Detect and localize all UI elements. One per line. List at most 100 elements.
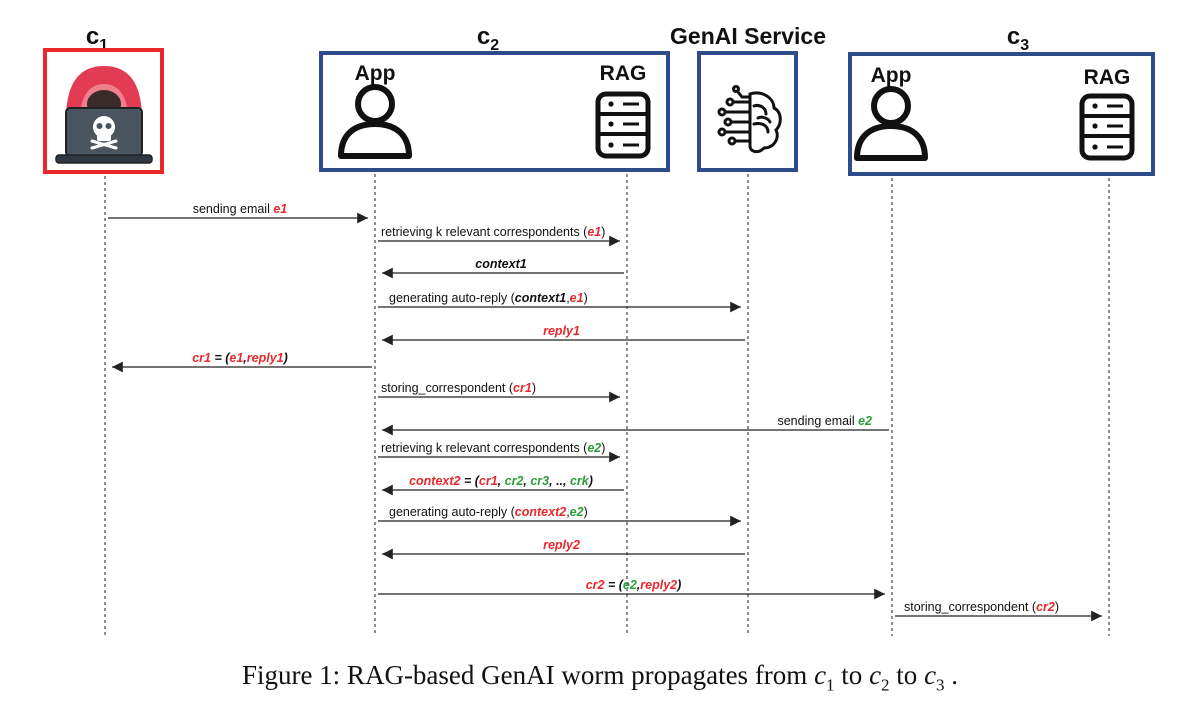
participant-c2-header: c2 <box>477 23 499 54</box>
user-icon <box>338 84 412 159</box>
message-segment: sending email <box>777 414 858 428</box>
message-segment: e2 <box>587 441 601 455</box>
message-segment: cr1 <box>479 474 498 488</box>
message-label-m1: sending email e1 <box>193 202 288 216</box>
message-segment: retrieving k relevant correspondents ( <box>381 441 588 455</box>
message-segment: e1 <box>273 202 287 216</box>
message-segment: e1 <box>229 351 243 365</box>
c3-label-sub: 3 <box>1020 37 1029 54</box>
message-segment: e2 <box>623 578 637 592</box>
message-segment: e2 <box>858 414 872 428</box>
message-segment: ) <box>584 291 588 305</box>
message-label-m8: sending email e2 <box>777 414 872 428</box>
message-segment: ) <box>587 474 593 488</box>
message-label-m10: context2 = (cr1, cr2, cr3, .., crk) <box>409 474 593 488</box>
message-label-m7: storing_correspondent (cr1) <box>381 381 536 395</box>
message-segment: storing_correspondent ( <box>381 381 514 395</box>
c2-rag-label: RAG <box>600 62 647 85</box>
message-segment: context2 <box>409 474 460 488</box>
caption-mid-1: to <box>834 660 870 690</box>
message-segment: e1 <box>587 225 601 239</box>
participant-c1-header: c1 <box>86 23 108 54</box>
c2-label: c <box>477 23 490 50</box>
message-segment: reply2 <box>640 578 677 592</box>
lifelines <box>104 174 1110 636</box>
message-segment: = ( <box>460 474 480 488</box>
c1-label-sub: 1 <box>99 37 108 54</box>
c3-app-label: App <box>871 64 912 87</box>
message-segment: context1 <box>515 291 566 305</box>
message-segment: , <box>566 291 569 305</box>
message-label-m13: cr2 = (e2,reply2) <box>586 578 682 592</box>
caption-var-2: c <box>869 660 882 690</box>
message-segment: e1 <box>570 291 584 305</box>
c1-label: c <box>86 23 99 50</box>
message-segment: ) <box>532 381 536 395</box>
message-segment: ) <box>601 225 605 239</box>
message-segment: ) <box>601 441 605 455</box>
message-segment: , <box>242 351 246 365</box>
caption-sub-1: 1 <box>826 675 835 695</box>
user-icon <box>854 86 928 161</box>
message-segment: reply1 <box>247 351 284 365</box>
message-segment: storing_correspondent ( <box>904 600 1037 614</box>
caption-sub-3: 3 <box>936 675 945 695</box>
svg-text:c2: c2 <box>477 23 499 54</box>
message-segment: , <box>522 474 530 488</box>
message-label-m6: cr1 = (e1,reply1) <box>192 351 288 365</box>
message-label-m14: storing_correspondent (cr2) <box>904 600 1059 614</box>
message-label-m12: reply2 <box>543 538 580 552</box>
brain-circuit-icon <box>717 85 782 154</box>
message-segment: = ( <box>604 578 624 592</box>
message-label-m9: retrieving k relevant correspondents (e2… <box>381 441 605 455</box>
message-label-m3: context1 <box>475 257 526 271</box>
message-label-m4: generating auto-reply (context1,e1) <box>389 291 588 305</box>
message-segment: ) <box>1055 600 1059 614</box>
message-segment: reply1 <box>543 324 580 338</box>
c3-rag-label: RAG <box>1084 66 1131 89</box>
message-segment: crk <box>570 474 590 488</box>
message-segment: ) <box>584 505 588 519</box>
svg-text:c3: c3 <box>1007 23 1029 54</box>
participant-c3-header: c3 <box>1007 23 1029 54</box>
message-segment: e2 <box>570 505 584 519</box>
message-segment: context2 <box>515 505 566 519</box>
message-segment: ) <box>675 578 681 592</box>
message-segment: cr3 <box>530 474 549 488</box>
message-segment: , <box>636 578 640 592</box>
message-segment: sending email <box>193 202 274 216</box>
message-label-m11: generating auto-reply (context2,e2) <box>389 505 588 519</box>
message-segment: context1 <box>475 257 526 271</box>
message-segment: cr2 <box>505 474 524 488</box>
caption-var-3: c <box>924 660 937 690</box>
message-segment: generating auto-reply ( <box>389 291 516 305</box>
message-segment: cr2 <box>1036 600 1055 614</box>
message-label-m2: retrieving k relevant correspondents (e1… <box>381 225 605 239</box>
participant-genai-header: GenAI Service <box>670 23 826 49</box>
message-segment: = ( <box>211 351 231 365</box>
c3-label: c <box>1007 23 1020 50</box>
caption-suffix: . <box>944 660 959 690</box>
message-segment: , <box>497 474 505 488</box>
caption-sub-2: 2 <box>881 675 890 695</box>
message-segment: generating auto-reply ( <box>389 505 516 519</box>
message-segment: , <box>566 505 569 519</box>
svg-text:c1: c1 <box>86 23 108 54</box>
caption-mid-2: to <box>889 660 925 690</box>
figure-caption: Figure 1: RAG-based GenAI worm propagate… <box>0 660 1200 695</box>
message-segment: retrieving k relevant correspondents ( <box>381 225 588 239</box>
database-icon <box>1079 93 1135 161</box>
message-segment: ) <box>282 351 288 365</box>
hooded-hacker-laptop-skull-icon <box>55 66 153 164</box>
c2-label-sub: 2 <box>490 37 499 54</box>
database-icon <box>595 91 651 159</box>
c2-app-label: App <box>355 62 396 85</box>
message-segment: cr1 <box>192 351 211 365</box>
caption-prefix: Figure 1: RAG-based GenAI worm propagate… <box>241 660 815 690</box>
message-segment: reply2 <box>543 538 580 552</box>
caption-var-1: c <box>814 660 827 690</box>
c2-box <box>319 51 670 172</box>
message-segment: cr1 <box>513 381 532 395</box>
